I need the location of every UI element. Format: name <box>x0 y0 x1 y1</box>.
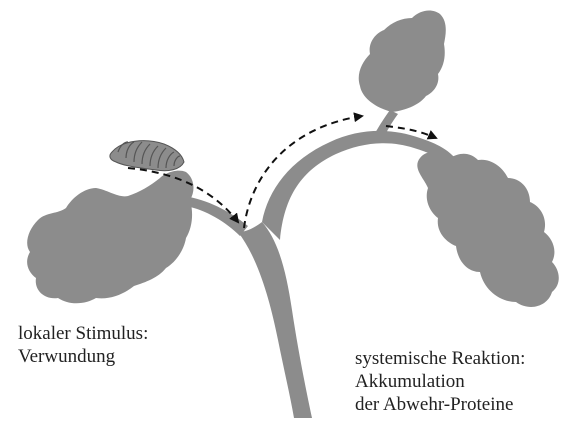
local-stimulus-title: lokaler Stimulus: <box>18 322 148 345</box>
local-stimulus-label: lokaler Stimulus: Verwundung <box>18 322 148 368</box>
systemic-response-line2: Akkumulation <box>355 370 525 393</box>
caterpillar <box>110 141 184 171</box>
systemic-response-label: systemische Reaktion: Akkumulation der A… <box>355 347 525 416</box>
wounded-leaf <box>27 171 193 304</box>
local-stimulus-desc: Verwundung <box>18 345 148 368</box>
right-branch <box>262 131 455 240</box>
right-leaf <box>417 152 558 307</box>
systemic-response-line3: der Abwehr-Proteine <box>355 393 525 416</box>
top-leaf <box>359 11 446 112</box>
systemic-response-title: systemische Reaktion: <box>355 347 525 370</box>
main-stem <box>238 222 312 418</box>
left-branch <box>184 196 248 236</box>
